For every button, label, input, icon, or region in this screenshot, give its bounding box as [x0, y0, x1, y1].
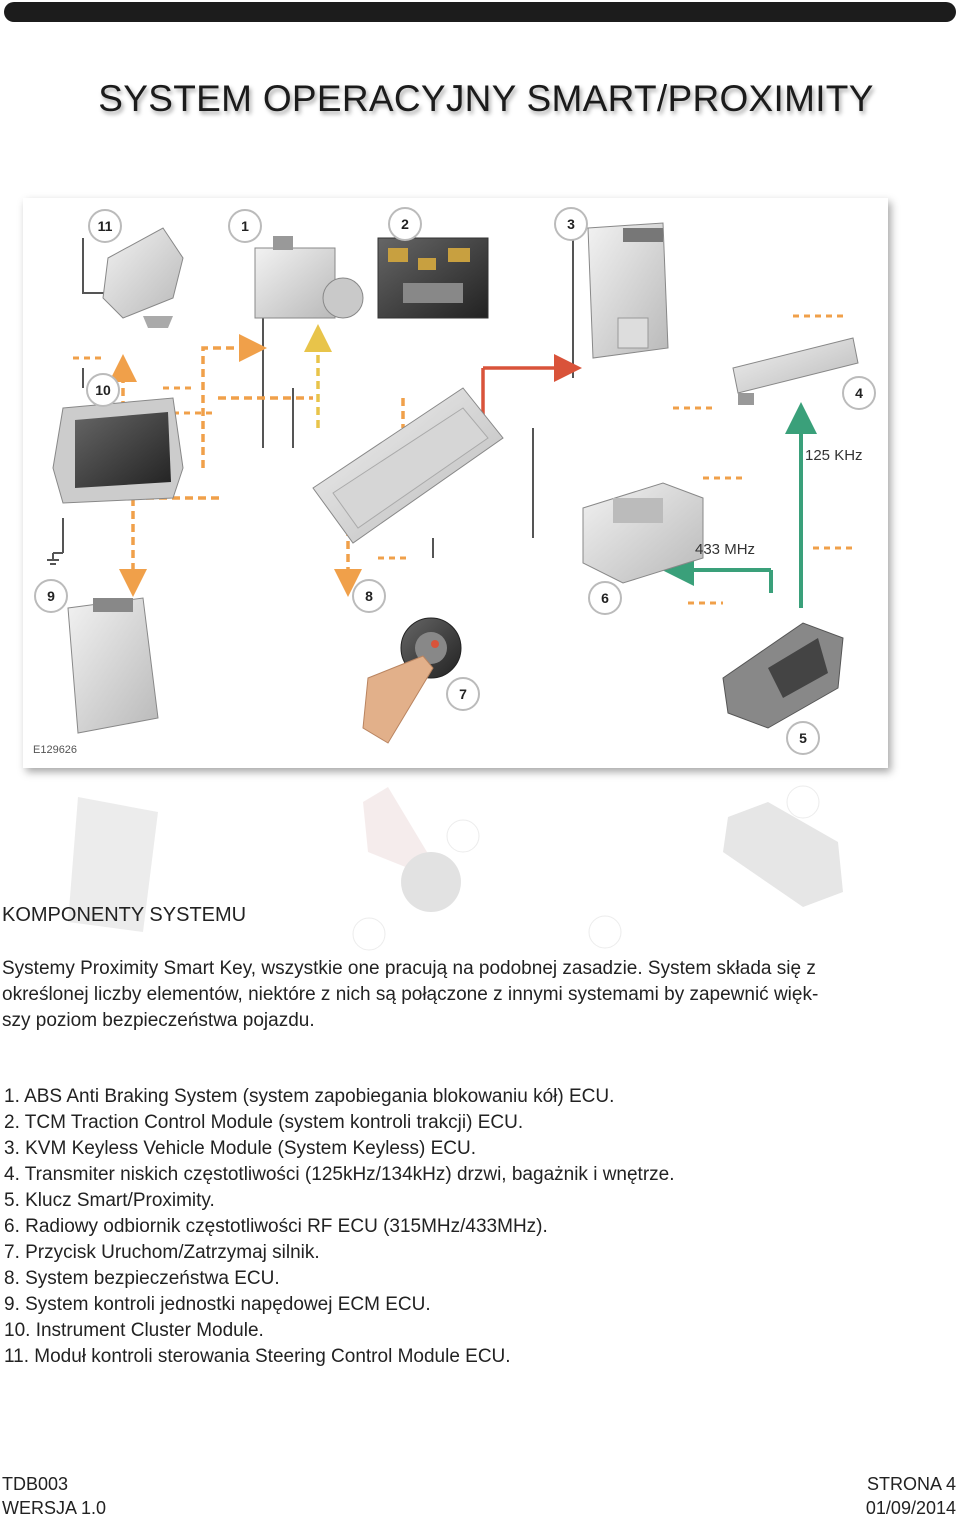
component-item: 4. Transmiter niskich częstotliwości (12…: [4, 1164, 675, 1185]
badge-9-label: 9: [47, 588, 55, 604]
top-bar: [4, 2, 956, 22]
badge-6-label: 6: [601, 590, 609, 606]
freq-125-label: 125 KHz: [805, 447, 863, 464]
component-item: 2. TCM Traction Control Module (system k…: [4, 1112, 524, 1133]
footer-left: TDB003 WERSJA 1.0: [2, 1472, 106, 1520]
kvm-unit-graphic: [587, 222, 669, 359]
dashed-links: [109, 324, 582, 597]
badge-5-label: 5: [799, 730, 807, 746]
intro-line: określonej liczby elementów, niektóre z …: [2, 984, 819, 1005]
section-heading: KOMPONENTY SYSTEMU: [2, 904, 247, 926]
badge-8: 8: [352, 579, 386, 613]
badge-1: 1: [228, 209, 262, 243]
badge-8-label: 8: [365, 588, 373, 604]
badge-11: 11: [88, 209, 122, 243]
intro-paragraph: Systemy Proximity Smart Key, wszystkie o…: [2, 956, 958, 1034]
steering-module-graphic: [102, 227, 184, 328]
badge-4: 4: [842, 376, 876, 410]
badge-7: 7: [446, 677, 480, 711]
start-button-graphic: [362, 617, 462, 744]
component-item: 9. System kontroli jednostki napędowej E…: [4, 1294, 431, 1315]
component-item: 5. Klucz Smart/Proximity.: [4, 1190, 215, 1211]
instrument-cluster-graphic: [52, 397, 184, 504]
components-list: 1. ABS Anti Braking System (system zapob…: [4, 1084, 954, 1370]
badge-9: 9: [34, 579, 68, 613]
intro-line: szy poziom bezpieczeństwa pojazdu.: [2, 1010, 315, 1031]
footer-date: 01/09/2014: [865, 1498, 956, 1518]
footer-right: STRONA 4 01/09/2014: [866, 1472, 956, 1520]
rf-receiver-graphic: [582, 482, 704, 584]
rf-links: [662, 402, 817, 608]
ecm-graphic: [67, 597, 159, 734]
footer-doc-id: TDB003: [2, 1474, 69, 1494]
badge-3: 3: [554, 207, 588, 241]
badge-10: 10: [86, 373, 120, 407]
badge-4-label: 4: [855, 385, 863, 401]
badge-7-label: 7: [459, 686, 467, 702]
component-item: 8. System bezpieczeństwa ECU.: [4, 1268, 280, 1289]
badge-3-label: 3: [567, 216, 575, 232]
diagram-reflection: [23, 772, 888, 962]
smart-key-graphic: [722, 622, 844, 729]
page-title: SYSTEM OPERACYJNY SMART/PROXIMITY: [98, 78, 874, 119]
abs-unit-graphic: [254, 236, 364, 319]
badge-1-label: 1: [241, 218, 249, 234]
component-item: 10. Instrument Cluster Module.: [4, 1320, 264, 1341]
security-ecu-graphic: [312, 387, 504, 544]
component-item: 6. Radiowy odbiornik częstotliwości RF E…: [4, 1216, 548, 1237]
component-item: 3. KVM Keyless Vehicle Module (System Ke…: [4, 1138, 477, 1159]
component-item: 7. Przycisk Uruchom/Zatrzymaj silnik.: [4, 1242, 320, 1263]
system-diagram: 11 1 2 3 4 10 9 8 6 7 5 125 KHz 433 MHz …: [23, 198, 888, 768]
freq-433-label: 433 MHz: [695, 541, 755, 558]
badge-11-label: 11: [98, 218, 113, 234]
footer-version: WERSJA 1.0: [2, 1498, 107, 1518]
component-item: 1. ABS Anti Braking System (system zapob…: [4, 1086, 615, 1107]
badge-5: 5: [786, 721, 820, 755]
badge-6: 6: [588, 581, 622, 615]
figure-code: E129626: [33, 744, 77, 756]
component-item: 11. Moduł kontroli sterowania Steering C…: [4, 1346, 511, 1367]
badge-2: 2: [388, 207, 422, 241]
lf-transmitter-graphic: [732, 337, 859, 405]
tcm-unit-graphic: [377, 237, 489, 319]
dashed-filler: [73, 296, 853, 660]
badge-10-label: 10: [95, 382, 111, 398]
intro-line: Systemy Proximity Smart Key, wszystkie o…: [2, 958, 816, 979]
footer-page: STRONA 4: [866, 1474, 956, 1494]
badge-2-label: 2: [401, 216, 409, 232]
